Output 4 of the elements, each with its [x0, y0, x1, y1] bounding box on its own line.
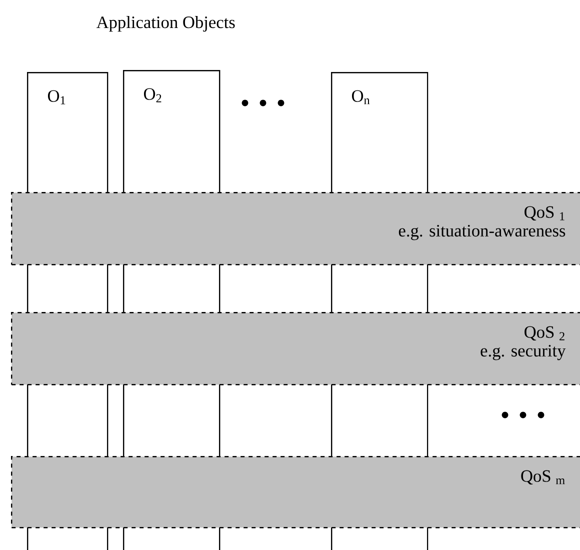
title: Application Objects: [96, 16, 235, 32]
layer-band: QoS $_{m}$: [11, 456, 580, 528]
layer-band: QoS $_{2}$ e.g. security: [11, 312, 580, 386]
layer-band: QoS $_{1}$ e.g. situation-awareness: [11, 192, 580, 266]
